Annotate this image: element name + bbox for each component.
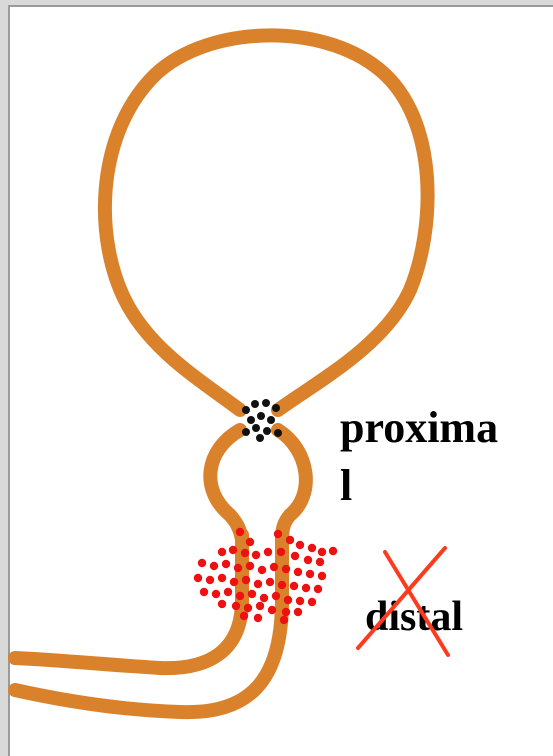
crossover-dot: [263, 427, 271, 435]
cluster-dot: [218, 548, 226, 556]
crossover-dot: [274, 429, 282, 437]
cluster-dot: [194, 574, 202, 582]
cluster-dot: [200, 588, 208, 596]
cluster-dot: [329, 547, 337, 555]
cluster-dot: [246, 562, 254, 570]
cluster-dot: [294, 608, 302, 616]
cluster-dot: [270, 563, 278, 571]
crossover-dot: [272, 404, 280, 412]
cluster-dot: [277, 548, 285, 556]
cluster-dot: [246, 538, 254, 546]
cluster-dot: [206, 576, 214, 584]
small-loop: [210, 430, 306, 540]
crossover-dot: [247, 416, 255, 424]
cluster-dot: [198, 559, 206, 567]
cluster-dot: [318, 572, 326, 580]
crossover-dot: [257, 412, 265, 420]
cluster-dot: [212, 590, 220, 598]
crossover-dot: [242, 406, 250, 414]
cluster-dot: [316, 558, 324, 566]
cluster-dot: [282, 608, 290, 616]
cluster-dot: [268, 606, 276, 614]
cluster-dot: [241, 549, 249, 557]
cluster-dot: [266, 578, 274, 586]
cluster-dot: [290, 582, 298, 590]
cluster-dot: [236, 592, 244, 600]
cluster-dot: [260, 594, 268, 602]
tail-strand-upper: [15, 600, 242, 668]
cluster-dot: [294, 568, 302, 576]
cluster-dot: [291, 552, 299, 560]
cluster-dot: [286, 536, 294, 544]
cluster-dot: [236, 528, 244, 536]
cluster-dot: [280, 616, 288, 624]
cluster-dot: [256, 602, 264, 610]
cluster-dot: [244, 604, 252, 612]
cluster-dot: [264, 548, 272, 556]
cluster-dot: [314, 585, 322, 593]
cluster-dot: [306, 570, 314, 578]
cluster-dot: [248, 590, 256, 598]
cluster-dot: [224, 588, 232, 596]
red-dot-cluster: [194, 528, 337, 624]
cluster-dot: [218, 574, 226, 582]
crossover-dot: [262, 399, 270, 407]
crossover-dot: [252, 424, 260, 432]
cluster-dot: [232, 602, 240, 610]
cluster-dot: [218, 600, 226, 608]
proximal-label-line1: proxima: [340, 403, 498, 452]
cluster-dot: [230, 578, 238, 586]
cluster-dot: [308, 544, 316, 552]
cluster-dot: [296, 541, 304, 549]
cluster-dot: [254, 580, 262, 588]
cluster-dot: [296, 597, 304, 605]
cluster-dot: [229, 546, 237, 554]
cluster-dot: [302, 584, 310, 592]
large-loop: [105, 35, 428, 410]
cluster-dot: [274, 530, 282, 538]
cluster-dot: [252, 551, 260, 559]
cluster-dot: [278, 581, 286, 589]
cluster-dot: [282, 565, 290, 573]
cluster-dot: [308, 598, 316, 606]
crossover-dot: [256, 434, 264, 442]
cluster-dot: [234, 564, 242, 572]
cluster-dot: [284, 596, 292, 604]
cluster-dot: [210, 562, 218, 570]
crossover-dot: [251, 400, 259, 408]
cluster-dot: [258, 566, 266, 574]
cluster-dot: [254, 614, 262, 622]
cluster-dot: [240, 612, 248, 620]
cluster-dot: [242, 576, 250, 584]
cluster-dot: [222, 560, 230, 568]
cluster-dot: [272, 592, 280, 600]
proximal-label-line2: l: [340, 461, 352, 510]
black-dot-cluster: [242, 399, 282, 442]
crossover-dot: [242, 428, 250, 436]
crossover-dot: [267, 416, 275, 424]
cluster-dot: [304, 556, 312, 564]
cluster-dot: [318, 548, 326, 556]
